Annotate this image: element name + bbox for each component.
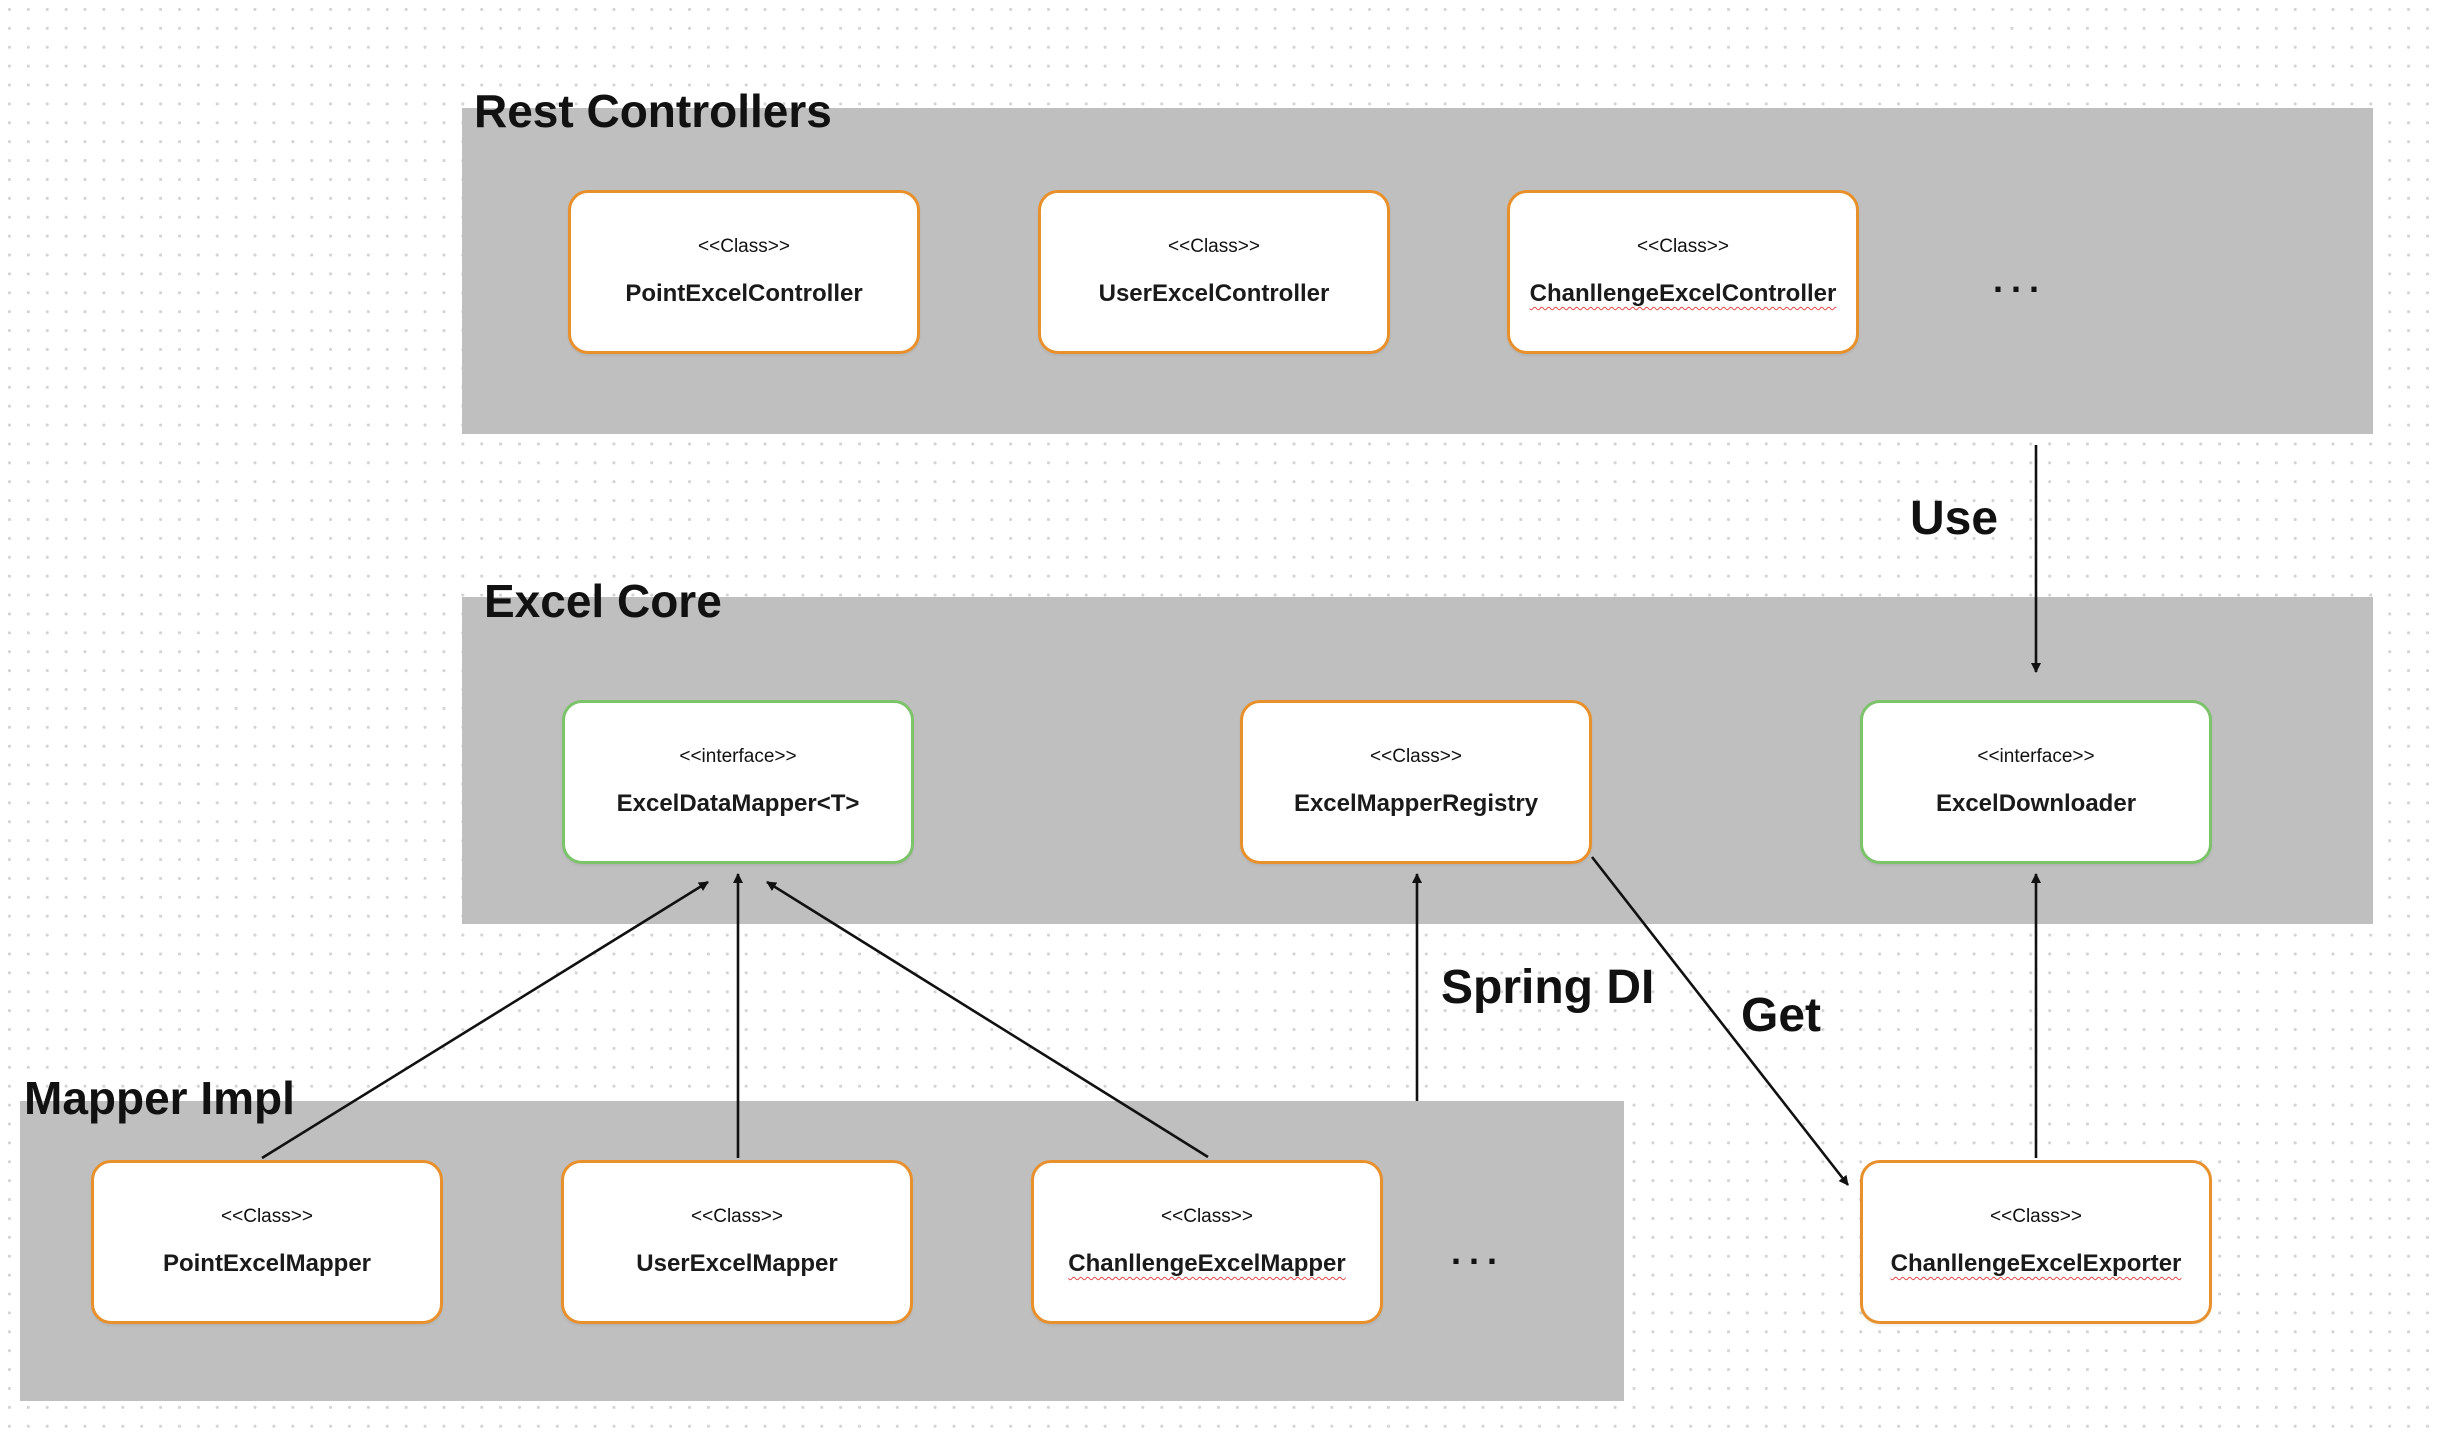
point-excel-controller-node[interactable]: <<Class>> PointExcelController [568,190,920,354]
class-name-label: UserExcelController [1098,280,1330,307]
get-arrow [1590,856,1850,1186]
excel-data-mapper-interface-node[interactable]: <<interface>> ExcelDataMapper<T> [562,700,914,864]
stereotype-label: <<Class>> [1637,236,1729,257]
class-name-label: ExcelMapperRegistry [1293,790,1539,817]
point-excel-mapper-node[interactable]: <<Class>> PointExcelMapper [91,1160,443,1324]
stereotype-label: <<Class>> [1168,236,1260,257]
stereotype-label: <<Class>> [1370,746,1462,767]
class-name-label: ChanllengeExcelExporter [1890,1250,2182,1277]
class-name-label: PointExcelMapper [162,1250,372,1277]
challenge-excel-mapper-node[interactable]: <<Class>> ChanllengeExcelMapper [1031,1160,1383,1324]
stereotype-label: <<Class>> [221,1206,313,1227]
challenge-mapper-implements-arrow [766,880,1209,1159]
user-excel-mapper-node[interactable]: <<Class>> UserExcelMapper [561,1160,913,1324]
stereotype-label: <<Class>> [698,236,790,257]
excel-core-title: Excel Core [484,575,722,627]
stereotype-label: <<Class>> [691,1206,783,1227]
interface-name-label: ExcelDataMapper<T> [616,790,860,817]
point-mapper-implements-arrow [261,880,709,1160]
stereotype-label: <<Class>> [1161,1206,1253,1227]
rest-controllers-title: Rest Controllers [474,85,832,137]
get-edge-label: Get [1741,989,1822,1042]
use-edge-label: Use [1910,492,1999,545]
stereotype-label: <<Class>> [1990,1206,2082,1227]
stereotype-label: <<interface>> [1977,746,2095,767]
interface-name-label: ExcelDownloader [1935,790,2137,817]
spring-di-edge-label: Spring DI [1441,961,1655,1014]
challenge-excel-exporter-node[interactable]: <<Class>> ChanllengeExcelExporter [1860,1160,2212,1324]
class-name-label: ChanllengeExcelMapper [1068,1250,1346,1277]
challenge-excel-controller-node[interactable]: <<Class>> ChanllengeExcelController [1507,190,1859,354]
more-controllers-ellipsis: ... [1993,259,2048,300]
mapper-impl-title: Mapper Impl [24,1072,295,1124]
class-name-label: PointExcelController [625,280,863,307]
user-excel-controller-node[interactable]: <<Class>> UserExcelController [1038,190,1390,354]
excel-downloader-interface-node[interactable]: <<interface>> ExcelDownloader [1860,700,2212,864]
more-mappers-ellipsis: ... [1451,1231,1506,1272]
excel-mapper-registry-node[interactable]: <<Class>> ExcelMapperRegistry [1240,700,1592,864]
class-name-label: UserExcelMapper [636,1250,838,1277]
class-name-label: ChanllengeExcelController [1529,280,1837,307]
stereotype-label: <<interface>> [679,746,797,767]
